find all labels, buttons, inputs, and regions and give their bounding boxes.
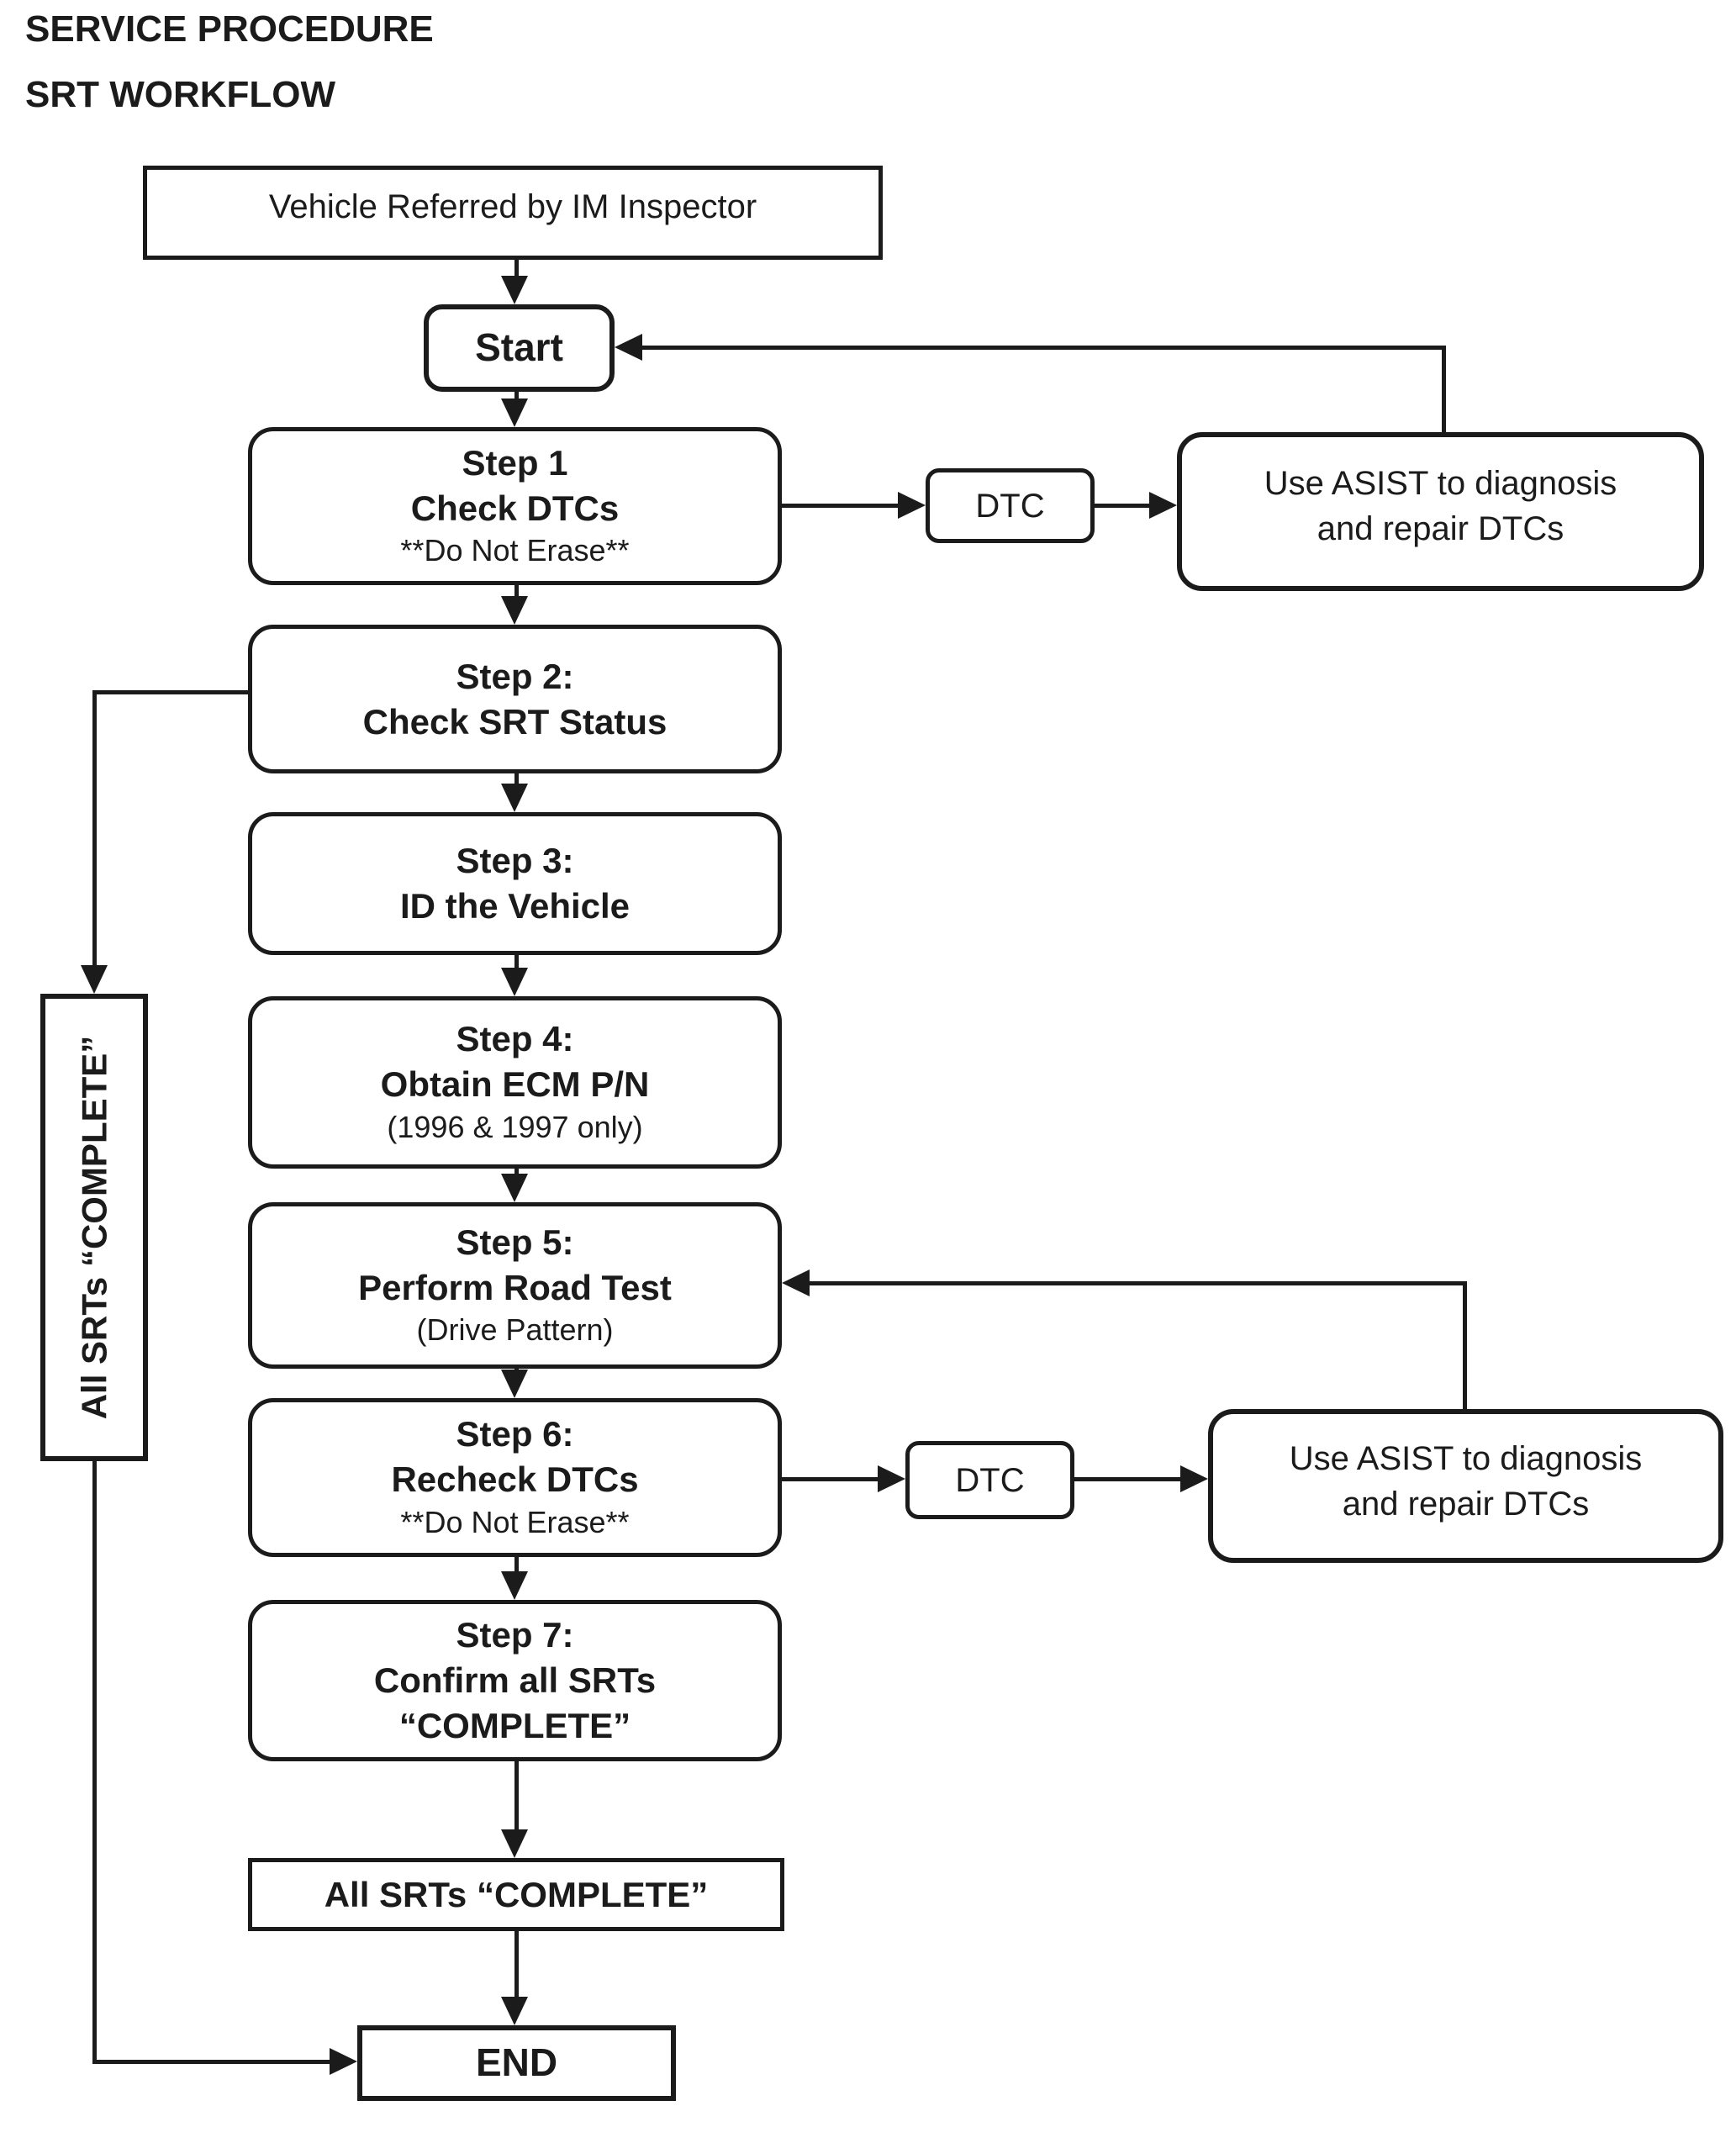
step3-title: Step 3:	[456, 841, 574, 881]
step5-action: Perform Road Test	[358, 1267, 672, 1307]
vehicle-referred-label: Vehicle Referred by IM Inspector	[268, 188, 757, 225]
asist-bottom-line2: and repair DTCs	[1342, 1486, 1590, 1523]
flow-node-step2: Step 2: Check SRT Status	[248, 625, 782, 773]
dtc-top-label: DTC	[975, 487, 1045, 525]
flow-node-step6: Step 6: Recheck DTCs **Do Not Erase**	[248, 1398, 782, 1557]
connector-side-to-end-vertical	[92, 1461, 97, 2063]
start-to-step1-arrowhead-icon	[501, 399, 528, 427]
flow-node-step7: Step 7: Confirm all SRTs “COMPLETE”	[248, 1600, 782, 1761]
step6-title: Step 6:	[456, 1414, 574, 1454]
connector-asist-top-to-start-vertical	[1442, 346, 1446, 432]
step3-to-step4-arrowhead-icon	[501, 968, 528, 996]
all-srts-to-end-arrowhead-icon	[501, 1997, 528, 2025]
connector-step1-to-dtc-top	[782, 504, 898, 508]
dtc-bottom-to-asist-bottom-arrowhead-icon	[1180, 1465, 1208, 1492]
flow-node-step3: Step 3: ID the Vehicle	[248, 812, 782, 955]
connector-start-to-step1	[514, 392, 519, 404]
asist-top-line2: and repair DTCs	[1317, 510, 1565, 547]
all-srts-complete-side-label: All SRTs “COMPLETE”	[74, 1035, 113, 1420]
flow-node-asist-bottom: Use ASIST to diagnosis and repair DTCs	[1208, 1409, 1723, 1563]
flow-node-step4: Step 4: Obtain ECM P/N (1996 & 1997 only…	[248, 996, 782, 1169]
step1-to-dtc-top-arrowhead-icon	[898, 492, 926, 519]
step6-note: **Do Not Erase**	[400, 1504, 630, 1539]
step6-action: Recheck DTCs	[391, 1459, 639, 1500]
step2-to-step3-arrowhead-icon	[501, 784, 528, 812]
side-to-end-arrowhead-icon	[330, 2048, 357, 2075]
all-srts-complete-label: All SRTs “COMPLETE”	[324, 1874, 709, 1914]
connector-step1-to-step2	[514, 585, 519, 597]
step2-action: Check SRT Status	[362, 701, 667, 742]
flow-node-dtc-top: DTC	[926, 468, 1095, 543]
connector-asist-bottom-to-step5-horizontal	[810, 1281, 1467, 1285]
step3-action: ID the Vehicle	[399, 886, 631, 926]
step5-to-step6-arrowhead-icon	[501, 1370, 528, 1398]
step7-to-all-srts-arrowhead-icon	[501, 1829, 528, 1858]
step5-title: Step 5:	[456, 1222, 574, 1262]
step4-action: Obtain ECM P/N	[380, 1064, 650, 1105]
end-label: END	[475, 2040, 558, 2085]
step1-title: Step 1	[462, 442, 568, 483]
flow-node-vehicle-referred: Vehicle Referred by IM Inspector	[143, 166, 883, 260]
step4-note: (1996 & 1997 only)	[387, 1109, 643, 1144]
step1-note: **Do Not Erase**	[400, 533, 630, 568]
connector-dtc-top-to-asist-top	[1095, 504, 1149, 508]
step4-to-step5-arrowhead-icon	[501, 1174, 528, 1202]
connector-step6-to-step7	[514, 1557, 519, 1572]
vehicle-to-start-arrowhead-icon	[501, 276, 528, 304]
dtc-top-to-asist-top-arrowhead-icon	[1149, 492, 1177, 519]
flow-node-step5: Step 5: Perform Road Test (Drive Pattern…	[248, 1202, 782, 1369]
connector-vehicle-to-start	[514, 260, 519, 281]
page-title: SERVICE PROCEDURE	[25, 8, 434, 50]
step7-title: Step 7:	[456, 1615, 574, 1655]
connector-asist-bottom-to-step5-vertical	[1463, 1281, 1467, 1409]
dtc-bottom-label: DTC	[955, 1461, 1025, 1499]
step6-to-step7-arrowhead-icon	[501, 1571, 528, 1600]
connector-step6-to-dtc-bottom	[782, 1477, 878, 1481]
flow-node-asist-top: Use ASIST to diagnosis and repair DTCs	[1177, 432, 1704, 591]
connector-step7-to-all-srts	[514, 1761, 519, 1830]
connector-step2-to-side-vertical	[92, 690, 97, 965]
flow-node-all-srts-complete: All SRTs “COMPLETE”	[248, 1858, 784, 1931]
connector-step2-to-side-horizontal	[92, 690, 248, 694]
connector-dtc-bottom-to-asist-bottom	[1074, 1477, 1180, 1481]
step4-title: Step 4:	[456, 1019, 574, 1059]
connector-step4-to-step5	[514, 1169, 519, 1175]
connector-all-srts-to-end	[514, 1931, 519, 1998]
step1-action: Check DTCs	[410, 488, 620, 528]
flow-node-end: END	[357, 2025, 676, 2101]
asist-top-to-start-arrowhead-icon	[615, 334, 642, 361]
asist-bottom-line1: Use ASIST to diagnosis	[1289, 1440, 1643, 1477]
flow-node-all-srts-complete-side: All SRTs “COMPLETE”	[40, 994, 148, 1461]
start-label: Start	[475, 325, 563, 370]
connector-asist-top-to-start-horizontal	[642, 346, 1446, 350]
step1-to-step2-arrowhead-icon	[501, 596, 528, 625]
page-subtitle: SRT WORKFLOW	[25, 74, 336, 115]
flow-node-dtc-bottom: DTC	[905, 1441, 1074, 1519]
step7-result: “COMPLETE”	[398, 1705, 631, 1745]
connector-side-to-end-horizontal	[92, 2060, 330, 2064]
step7-action: Confirm all SRTs	[373, 1660, 657, 1701]
asist-bottom-to-step5-arrowhead-icon	[782, 1269, 810, 1296]
flow-node-step1: Step 1 Check DTCs **Do Not Erase**	[248, 427, 782, 585]
step2-title: Step 2:	[456, 656, 574, 696]
step6-to-dtc-bottom-arrowhead-icon	[878, 1465, 905, 1492]
step2-to-side-arrowhead-icon	[81, 965, 108, 994]
asist-top-line1: Use ASIST to diagnosis	[1264, 465, 1617, 502]
connector-step2-to-step3	[514, 773, 519, 785]
flow-node-start: Start	[424, 304, 615, 392]
step5-note: (Drive Pattern)	[416, 1312, 614, 1348]
connector-step3-to-step4	[514, 955, 519, 969]
